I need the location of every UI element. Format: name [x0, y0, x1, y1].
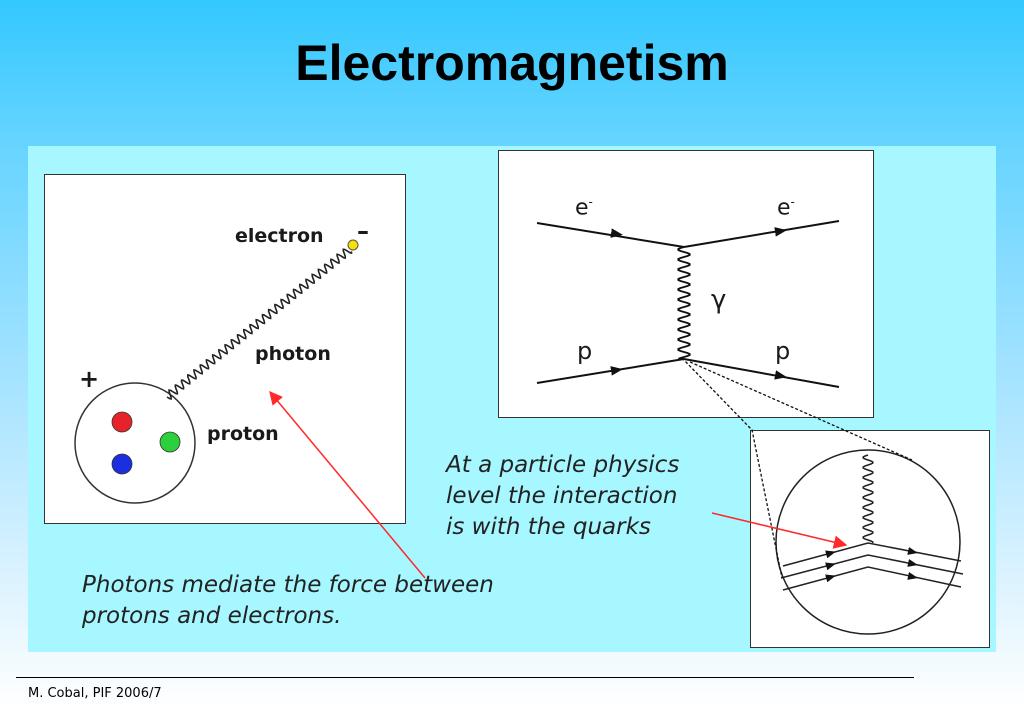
photon-symbol: γ	[711, 285, 727, 315]
quark-red	[111, 411, 133, 433]
force-note: Photons mediate the force between proton…	[82, 570, 494, 632]
force-note-line-1: Photons mediate the force between	[82, 572, 494, 598]
quark-note-line-1: At a particle physics	[446, 452, 680, 478]
electron-in-label: e-	[575, 195, 593, 221]
force-note-line-2: protons and electrons.	[82, 603, 342, 629]
outgoing-proton-line	[683, 358, 840, 388]
quark-blue	[111, 453, 133, 475]
zoom-photon-line	[862, 454, 874, 543]
feynman-diagram-svg	[536, 220, 840, 388]
photon-wavy-line	[166, 248, 353, 400]
quark-line-1	[782, 542, 962, 567]
zoom-circle	[775, 449, 961, 635]
feynman-diagram-box: e- e- p p γ	[498, 150, 874, 418]
electron-charge-sign: –	[357, 217, 369, 245]
quark-note-line-2: level the interaction	[446, 483, 678, 509]
electron-label: electron	[235, 225, 324, 247]
electron-dot	[347, 239, 359, 251]
footer-text: M. Cobal, PIF 2006/7	[28, 686, 162, 701]
incoming-electron-line	[536, 222, 685, 248]
proton-charge-sign: +	[79, 365, 100, 393]
atom-diagram-svg	[74, 239, 359, 504]
quark-note-line-3: is with the quarks	[446, 514, 651, 540]
quark-line-2	[780, 554, 964, 579]
photon-label: photon	[255, 343, 331, 365]
quark-note: At a particle physics level the interact…	[446, 450, 679, 543]
electron-out-label: e-	[777, 195, 795, 221]
proton-in-label: p	[577, 337, 593, 365]
quark-green	[159, 431, 181, 453]
incoming-proton-line	[536, 358, 685, 384]
atom-diagram-box: electron – photon proton +	[44, 174, 406, 524]
photon-exchange-line	[677, 246, 691, 360]
footer-divider	[16, 677, 914, 678]
proton-circle	[74, 382, 196, 504]
quark-line-3	[782, 566, 962, 591]
slide-title: Electromagnetism	[295, 35, 729, 91]
outgoing-electron-line	[683, 220, 840, 248]
proton-label: proton	[207, 423, 279, 445]
quark-zoom-box	[750, 430, 990, 648]
proton-out-label: p	[775, 337, 791, 365]
quark-zoom-svg	[775, 449, 964, 635]
